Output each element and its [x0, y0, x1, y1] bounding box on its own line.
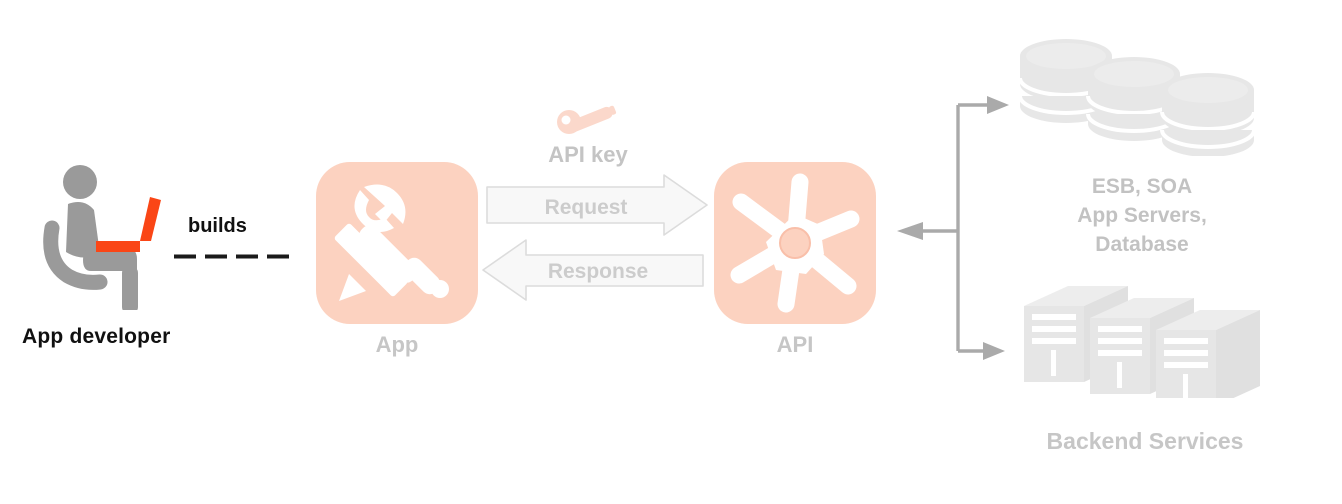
- seated-developer-icon: [40, 160, 190, 314]
- esb-label-line-2: App Servers,: [1077, 204, 1207, 227]
- server-rack-icon: [1022, 282, 1266, 406]
- builds-label: builds: [188, 215, 247, 237]
- api-key-label: API key: [548, 142, 628, 167]
- response-arrow-icon: [482, 238, 704, 302]
- api-tile[interactable]: [714, 162, 876, 324]
- response-label: Response: [547, 260, 649, 283]
- arrowhead-up-right: [987, 96, 1009, 114]
- api-label: API: [776, 332, 814, 357]
- esb-label-line-3: Database: [1095, 233, 1189, 256]
- esb-label-line-1: ESB, SOA: [1091, 175, 1193, 198]
- esb-soa-label: ESB, SOA App Servers, Database: [1020, 172, 1264, 259]
- app-tile[interactable]: [316, 162, 478, 324]
- database-stack-icon: [1018, 30, 1264, 159]
- app-label: App: [375, 332, 419, 357]
- builds-dashed-line-icon: [172, 246, 298, 259]
- key-icon: [556, 98, 620, 136]
- wrench-and-pencil-icon: [334, 184, 449, 301]
- app-developer-label: App developer: [22, 325, 171, 348]
- api-starburst-icon: [730, 173, 860, 313]
- request-arrow-icon: [486, 174, 708, 236]
- backend-services-label: Backend Services: [1046, 428, 1244, 454]
- request-label: Request: [544, 196, 628, 219]
- arrowhead-down-right: [983, 342, 1005, 360]
- backend-connector-arrows-icon: [884, 86, 1014, 372]
- arrowhead-left: [897, 222, 923, 240]
